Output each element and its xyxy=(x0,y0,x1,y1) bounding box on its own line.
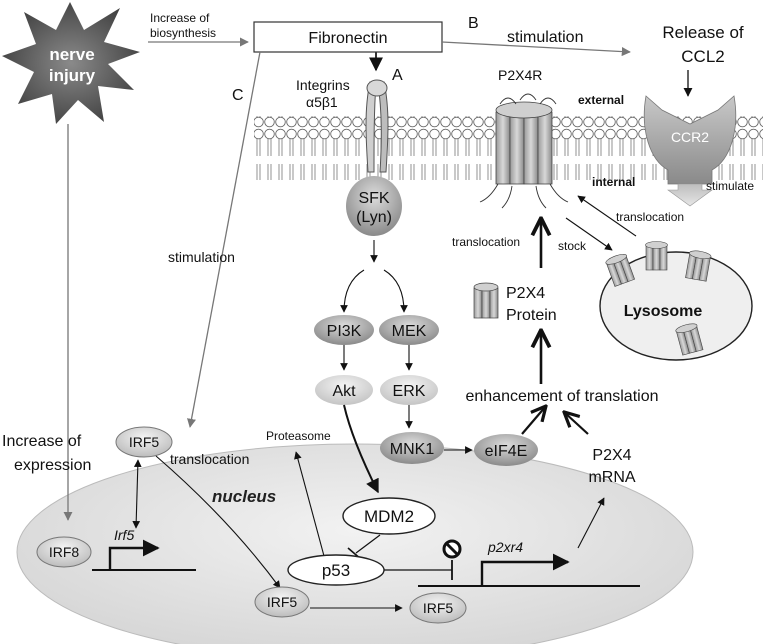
p2x4r-label: P2X4R xyxy=(498,67,542,83)
integrins-label-2: α5β1 xyxy=(306,94,338,110)
ccr2-receptor: CCR2 xyxy=(643,95,737,185)
nerve-injury-text-1: nerve xyxy=(49,45,94,64)
nucleus-shape xyxy=(16,443,694,644)
arrow-membrane-to-lysosome-stock xyxy=(565,217,613,251)
arrow-gene-to-mrna xyxy=(577,497,605,549)
arrow-fibronectin-to-ccl2 xyxy=(441,41,631,57)
stock-label: stock xyxy=(558,239,587,253)
p2xr4-promoter-arrow xyxy=(480,553,570,586)
irf8-node xyxy=(36,536,92,568)
arrow-mrna-to-enhancement xyxy=(564,412,589,435)
label-b: B xyxy=(468,15,479,32)
eif4e-node xyxy=(474,434,538,466)
arrow-eif4e-to-enhancement xyxy=(521,406,546,435)
pi3k-label: PI3K xyxy=(327,323,362,340)
proteasome-label: Proteasome xyxy=(266,429,331,443)
translocation-right-label: translocation xyxy=(616,210,684,224)
irf5-promoter-arrow xyxy=(108,539,160,570)
ccr2-stimulate-arrow xyxy=(667,183,713,207)
erk-node xyxy=(380,375,438,405)
lysosome-label: Lysosome xyxy=(624,303,703,320)
p2x4-mrna-label-2: mRNA xyxy=(588,469,635,486)
internal-label: internal xyxy=(592,175,635,189)
mdm2-node xyxy=(342,497,436,535)
irf5-nuclear-label-1: IRF5 xyxy=(267,594,298,610)
nerve-injury-burst: nerve injury xyxy=(2,2,140,124)
sfk-node xyxy=(346,176,402,236)
p2x4-protein-label-2: Protein xyxy=(506,307,557,324)
inhibit-mdm2-to-p53 xyxy=(355,534,381,554)
mdm2-label: MDM2 xyxy=(364,507,414,526)
integrins-label-1: Integrins xyxy=(296,77,350,93)
sfk-label-2: (Lyn) xyxy=(356,209,392,226)
pi3k-node xyxy=(314,315,374,345)
mnk1-node xyxy=(380,432,444,464)
irf5-nuclear-node-2 xyxy=(409,592,467,624)
sfk-label-1: SFK xyxy=(358,190,389,207)
increase-biosynthesis-label-1: Increase of xyxy=(150,11,210,25)
p2x4-mrna-label-1: P2X4 xyxy=(592,447,631,464)
label-c: C xyxy=(232,87,244,104)
release-ccl2-label-2: CCL2 xyxy=(681,47,724,66)
prohibited-icon xyxy=(442,539,462,559)
p2x4r-channel xyxy=(479,93,569,209)
arrow-sfk-to-pi3k xyxy=(340,269,365,313)
nucleus-label: nucleus xyxy=(212,487,276,506)
label-a: A xyxy=(392,67,403,84)
translocation-left-label: translocation xyxy=(452,235,520,249)
translocation-irf5-label: translocation xyxy=(170,451,249,467)
ccr2-label: CCR2 xyxy=(671,129,709,145)
erk-label: ERK xyxy=(393,383,426,400)
increase-expression-label-1: Increase of xyxy=(2,433,82,450)
irf5-nuclear-label-2: IRF5 xyxy=(423,600,454,616)
external-label: external xyxy=(578,93,624,107)
arrow-akt-to-mdm2 xyxy=(343,404,379,494)
irf5-cytoplasm-label: IRF5 xyxy=(129,434,160,450)
akt-node xyxy=(315,375,373,405)
fibronectin-label: Fibronectin xyxy=(308,30,387,47)
arrow-sfk-to-mek xyxy=(383,269,408,313)
nerve-injury-star-shape xyxy=(2,2,140,124)
arrow-p53-to-proteasome xyxy=(294,451,325,557)
mek-node xyxy=(379,315,439,345)
irf5-nuclear-node-1 xyxy=(254,586,310,618)
akt-label: Akt xyxy=(332,383,356,400)
p2x4-protein-icon xyxy=(473,282,499,319)
stimulation-b-label: stimulation xyxy=(507,29,583,46)
irf8-label: IRF8 xyxy=(49,544,80,560)
p2x4-protein-label-1: P2X4 xyxy=(506,285,545,302)
p53-label: p53 xyxy=(322,561,350,580)
arrow-lysosome-to-membrane xyxy=(577,195,637,237)
irf5-gene-label: Irf5 xyxy=(114,527,134,543)
stimulate-label: stimulate xyxy=(706,179,754,193)
irf5-cytoplasm-node xyxy=(115,426,173,458)
lysosome-p2x4-cluster xyxy=(605,241,712,356)
increase-expression-label-2: expression xyxy=(14,457,91,474)
stimulation-c-label: stimulation xyxy=(168,249,235,265)
arrow-irf5-gene-to-irf5 xyxy=(132,459,142,529)
integrin-receptor xyxy=(365,79,389,173)
eif4e-label: eIF4E xyxy=(485,443,528,460)
mnk1-label: MNK1 xyxy=(390,441,435,458)
arrow-irf5-to-nuclear-irf5 xyxy=(155,455,281,589)
increase-biosynthesis-label-2: biosynthesis xyxy=(150,26,216,40)
release-ccl2-label-1: Release of xyxy=(662,23,744,42)
p2xr4-gene-label: p2xr4 xyxy=(487,539,523,555)
nerve-injury-text-2: injury xyxy=(49,66,96,85)
arrow-fibronectin-to-irf5 xyxy=(187,51,261,428)
mek-label: MEK xyxy=(392,323,427,340)
lysosome-shape xyxy=(599,251,753,361)
fibronectin-box xyxy=(253,21,443,53)
enhancement-label: enhancement of translation xyxy=(465,388,658,405)
